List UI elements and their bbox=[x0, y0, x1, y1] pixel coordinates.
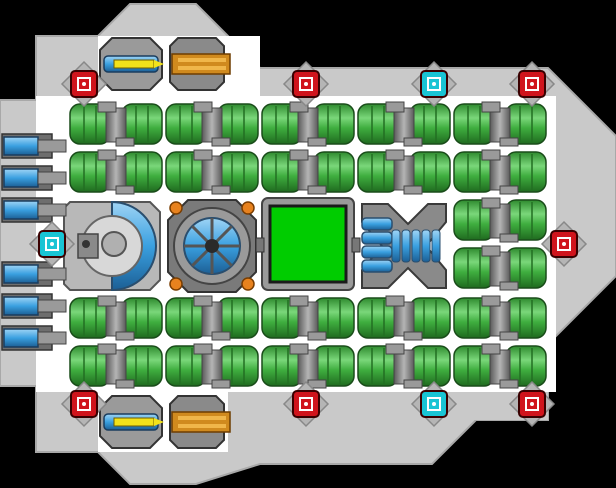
laser-cannon-bottom[interactable] bbox=[99, 395, 164, 449]
fuel-tank[interactable] bbox=[453, 343, 547, 389]
fuel-tank[interactable] bbox=[165, 343, 259, 389]
missile-launcher-bottom[interactable] bbox=[169, 395, 231, 449]
reactor-bolt bbox=[241, 201, 255, 215]
thruster[interactable] bbox=[1, 261, 67, 287]
thruster[interactable] bbox=[1, 325, 67, 351]
fuel-tank-grid bbox=[69, 101, 547, 389]
tank-connector bbox=[201, 301, 223, 337]
hardpoint-cyan[interactable] bbox=[28, 220, 76, 268]
thruster[interactable] bbox=[1, 133, 67, 159]
engine-coil bbox=[361, 231, 393, 245]
tank-connector bbox=[393, 107, 415, 143]
fuel-tank[interactable] bbox=[453, 295, 547, 341]
fuel-tank[interactable] bbox=[69, 149, 163, 195]
reactor[interactable] bbox=[167, 199, 257, 293]
tank-connector bbox=[105, 349, 127, 385]
hardpoint-red[interactable] bbox=[60, 60, 108, 108]
hardpoint-cyan[interactable] bbox=[410, 60, 458, 108]
fuel-tank[interactable] bbox=[453, 197, 547, 243]
fuel-tank[interactable] bbox=[165, 101, 259, 147]
fuel-tank[interactable] bbox=[261, 343, 355, 389]
tank-connector bbox=[105, 155, 127, 191]
hardpoint-red[interactable] bbox=[508, 380, 556, 428]
tank-connector bbox=[105, 107, 127, 143]
thruster-array bbox=[1, 133, 67, 351]
fuel-tank[interactable] bbox=[357, 343, 451, 389]
tank-connector bbox=[489, 349, 511, 385]
tank-connector bbox=[297, 349, 319, 385]
reactor-bolt bbox=[169, 277, 183, 291]
fuel-tank[interactable] bbox=[261, 149, 355, 195]
center-modules bbox=[63, 197, 447, 293]
hardpoint-cyan[interactable] bbox=[410, 380, 458, 428]
missile-launcher-top[interactable] bbox=[169, 37, 231, 91]
hardpoint-red[interactable] bbox=[282, 380, 330, 428]
tank-connector bbox=[201, 155, 223, 191]
tank-connector bbox=[297, 301, 319, 337]
tank-connector bbox=[201, 107, 223, 143]
tank-connector bbox=[201, 349, 223, 385]
thruster[interactable] bbox=[1, 293, 67, 319]
thruster[interactable] bbox=[1, 197, 67, 223]
fuel-tank[interactable] bbox=[357, 149, 451, 195]
thruster[interactable] bbox=[1, 165, 67, 191]
fuel-tank[interactable] bbox=[165, 295, 259, 341]
hardpoint-red[interactable] bbox=[540, 220, 588, 268]
fuel-tank[interactable] bbox=[261, 295, 355, 341]
fuel-tank[interactable] bbox=[69, 343, 163, 389]
engine-coil bbox=[361, 217, 393, 231]
fuel-tank[interactable] bbox=[453, 149, 547, 195]
fuel-tank[interactable] bbox=[453, 101, 547, 147]
tank-connector bbox=[105, 301, 127, 337]
tank-connector bbox=[489, 251, 511, 287]
engine-coil bbox=[361, 259, 393, 273]
shield-generator[interactable] bbox=[63, 200, 161, 292]
hardpoint-red[interactable] bbox=[508, 60, 556, 108]
fuel-tank[interactable] bbox=[453, 245, 547, 291]
tank-connector bbox=[489, 155, 511, 191]
engine-core[interactable] bbox=[361, 203, 447, 289]
fuel-tank[interactable] bbox=[69, 101, 163, 147]
tank-connector bbox=[297, 155, 319, 191]
tank-connector bbox=[489, 203, 511, 239]
fuel-tank[interactable] bbox=[165, 149, 259, 195]
fuel-tank[interactable] bbox=[357, 101, 451, 147]
tank-connector bbox=[393, 155, 415, 191]
fuel-tank[interactable] bbox=[261, 101, 355, 147]
cargo-bay[interactable] bbox=[255, 197, 361, 291]
reactor-bolt bbox=[169, 201, 183, 215]
fuel-tank[interactable] bbox=[357, 295, 451, 341]
tank-connector bbox=[297, 107, 319, 143]
fuel-tank[interactable] bbox=[69, 295, 163, 341]
hardpoint-red[interactable] bbox=[60, 380, 108, 428]
reactor-bolt bbox=[241, 277, 255, 291]
tank-connector bbox=[489, 107, 511, 143]
engine-coil bbox=[361, 245, 393, 259]
tank-connector bbox=[393, 349, 415, 385]
hardpoint-markers bbox=[28, 60, 588, 428]
laser-cannon-top[interactable] bbox=[99, 37, 164, 91]
weapon-mounts bbox=[99, 37, 231, 449]
hardpoint-red[interactable] bbox=[282, 60, 330, 108]
tank-connector bbox=[489, 301, 511, 337]
tank-connector bbox=[393, 301, 415, 337]
